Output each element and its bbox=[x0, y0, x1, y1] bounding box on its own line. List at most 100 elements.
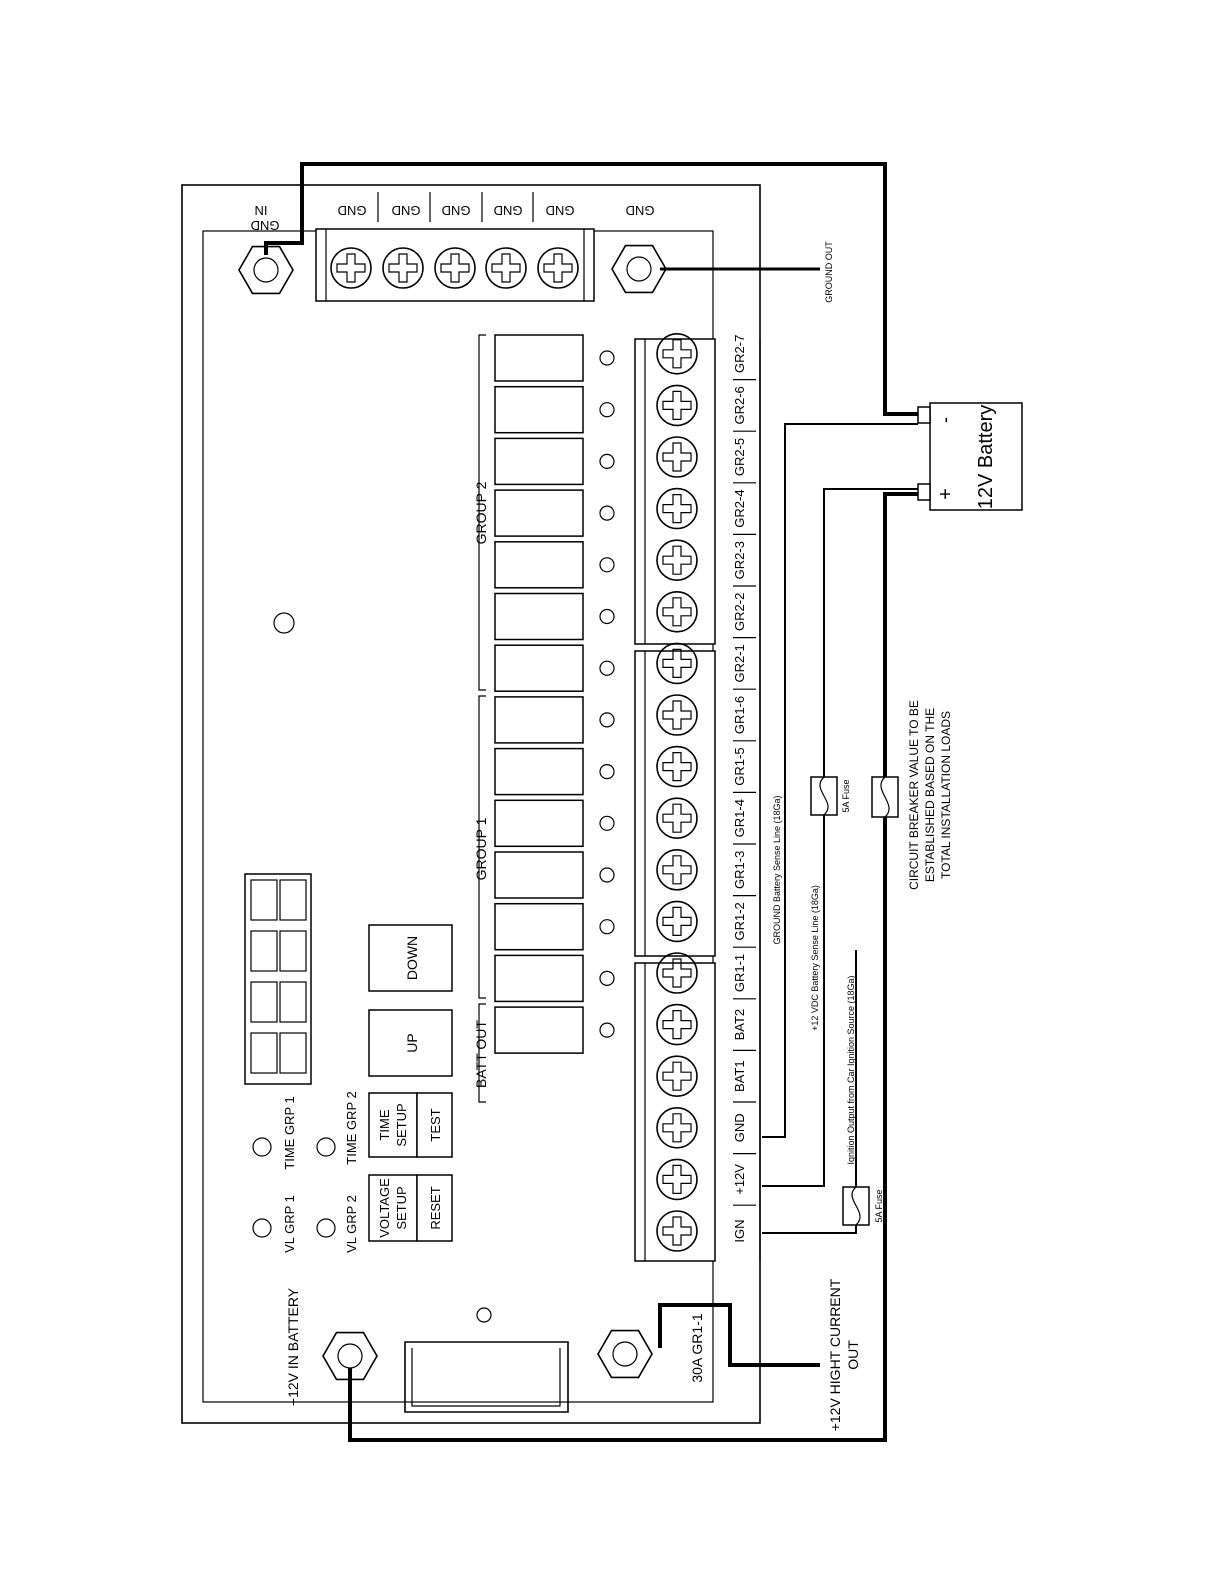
gnd-terminal-label: GND bbox=[442, 203, 471, 218]
test-button[interactable]: TEST bbox=[416, 1092, 453, 1158]
high-current-label-line2: OUT bbox=[845, 1340, 861, 1370]
fuse-slot bbox=[494, 902, 584, 951]
svg-text:RESET: RESET bbox=[428, 1186, 443, 1229]
gnd-screw-icon bbox=[434, 247, 476, 289]
battery-minus: - bbox=[935, 417, 955, 423]
fuse-5a-sense bbox=[810, 776, 838, 816]
terminal-label: GR1-5 bbox=[732, 747, 747, 785]
gnd-in-stud bbox=[238, 245, 294, 295]
slot-led bbox=[599, 712, 615, 728]
terminal-label: IGN bbox=[732, 1219, 747, 1242]
high-current-label-line1: +12V HIGHT CURRENT bbox=[827, 1278, 843, 1431]
slot-led bbox=[599, 815, 615, 831]
terminal-screw-icon bbox=[656, 384, 698, 427]
down-button[interactable]: DOWN bbox=[368, 924, 453, 992]
svg-text:UP: UP bbox=[404, 1033, 420, 1052]
battery-plus: + bbox=[935, 488, 957, 500]
terminal-screw-icon bbox=[656, 332, 698, 375]
gnd-terminal-label: GND bbox=[392, 203, 421, 218]
slot-led bbox=[599, 919, 615, 935]
fuse-slot bbox=[494, 799, 584, 848]
group-brackets bbox=[478, 334, 486, 1103]
fuse-slot bbox=[494, 644, 584, 692]
slot-led bbox=[599, 557, 615, 573]
terminal-label: GR1-3 bbox=[732, 851, 747, 889]
fuse-slot bbox=[494, 851, 584, 899]
terminal-screw-icon bbox=[656, 797, 698, 840]
fuse-slots bbox=[494, 334, 584, 1054]
terminal-label: GR1-4 bbox=[732, 799, 747, 837]
vl-grp2-led bbox=[316, 1218, 336, 1238]
slot-led bbox=[599, 660, 615, 676]
gnd-terminal-label: GND bbox=[626, 203, 655, 218]
gnd-in-label-line2: GND bbox=[251, 218, 280, 233]
batt-out-label: BATT OUT bbox=[473, 1020, 489, 1088]
terminal-screw-icon bbox=[656, 539, 698, 582]
svg-text:SETUP: SETUP bbox=[394, 1186, 409, 1229]
up-button[interactable]: UP bbox=[368, 1009, 453, 1077]
mounting-hole-small bbox=[476, 1307, 492, 1323]
fuse-slot bbox=[494, 696, 584, 744]
ignition-label: Ignition Output from Car Ignition Source… bbox=[846, 975, 856, 1164]
terminal-label: GR2-4 bbox=[732, 489, 747, 527]
slot-led bbox=[599, 970, 615, 987]
terminal-label: GND bbox=[732, 1113, 747, 1142]
ground-out-label: GROUND OUT bbox=[824, 241, 834, 303]
svg-text:DOWN: DOWN bbox=[404, 936, 420, 980]
reset-button[interactable]: RESET bbox=[416, 1174, 453, 1242]
breaker-label: 30A GR1-1 bbox=[689, 1313, 705, 1382]
gnd-screw-icon bbox=[382, 247, 424, 289]
voltage-setup-button[interactable]: VOLTAGE SETUP bbox=[368, 1174, 418, 1242]
slot-led bbox=[599, 505, 615, 521]
terminal-label: GR2-1 bbox=[732, 644, 747, 682]
terminal-label: GR2-3 bbox=[732, 541, 747, 579]
gnd-out-stud bbox=[611, 244, 667, 294]
terminal-screw-icon bbox=[656, 590, 698, 633]
terminal-screw-icon bbox=[656, 436, 698, 478]
time-grp1-led bbox=[252, 1137, 272, 1157]
terminal-screw-icon bbox=[656, 952, 698, 994]
display-digit bbox=[279, 930, 307, 972]
mounting-hole bbox=[273, 612, 295, 634]
svg-text:SETUP: SETUP bbox=[394, 1103, 409, 1146]
terminal-label: GR1-2 bbox=[732, 902, 747, 940]
time-grp2-led bbox=[316, 1137, 336, 1157]
terminal-screw-icon bbox=[656, 642, 698, 685]
breaker-note-line2: ESTABLISHED BASED ON THE bbox=[923, 708, 937, 882]
battery-label: 12V Battery bbox=[975, 405, 997, 510]
terminal-labels: IGN+12VGNDBAT1BAT2GR1-1GR1-2GR1-3GR1-4GR… bbox=[732, 335, 761, 1261]
gnd-terminal-label: GND bbox=[338, 203, 367, 218]
terminal-label: GR1-6 bbox=[732, 696, 747, 734]
time-grp1-label: TIME GRP 1 bbox=[282, 1096, 297, 1169]
group2-label: GROUP 2 bbox=[473, 481, 489, 544]
terminal-label: GR1-1 bbox=[732, 954, 747, 992]
terminal-label: BAT1 bbox=[732, 1060, 747, 1092]
terminal-label: GR2-6 bbox=[732, 386, 747, 424]
display-digit bbox=[279, 1032, 307, 1074]
vdc-sense-label: +12 VDC Battery Sense Line (18Ga) bbox=[810, 885, 820, 1031]
circuit-breaker bbox=[404, 1341, 569, 1413]
fuse-slot bbox=[494, 592, 584, 641]
time-setup-button[interactable]: TIME SETUP bbox=[368, 1092, 418, 1158]
gnd-terminal-label: GND bbox=[546, 203, 575, 218]
fuse-slot bbox=[494, 334, 584, 382]
battery-12v: - + 12V Battery bbox=[917, 402, 1023, 511]
terminal-screw-icon bbox=[656, 1210, 698, 1252]
ground-sense-label: GROUND Battery Sense Line (18Ga) bbox=[772, 795, 782, 944]
svg-text:TEST: TEST bbox=[428, 1108, 443, 1141]
gnd-screw-icon bbox=[485, 247, 527, 289]
gnd-screw-icon bbox=[330, 247, 372, 289]
slot-led bbox=[599, 402, 615, 418]
terminal-label: BAT2 bbox=[732, 1009, 747, 1041]
slot-leds bbox=[599, 350, 615, 1038]
slot-led bbox=[599, 1022, 615, 1038]
display-digit bbox=[250, 930, 278, 972]
fuse-slot bbox=[494, 489, 584, 537]
terminal-screw-icon bbox=[656, 1055, 698, 1097]
terminal-screw-icon bbox=[656, 1003, 698, 1046]
vl-grp2-label: VL GRP 2 bbox=[344, 1195, 359, 1253]
display-digit bbox=[250, 879, 278, 921]
heavy-wires bbox=[264, 162, 918, 1442]
terminal-screw-icon bbox=[656, 487, 698, 530]
